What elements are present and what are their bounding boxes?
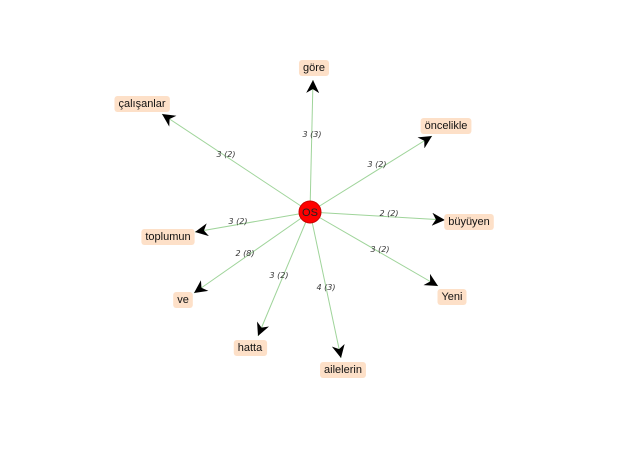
edges-layer bbox=[161, 79, 446, 359]
edge-6-weight-label: 3 (2) bbox=[371, 245, 390, 254]
node-4-label: toplumun bbox=[145, 231, 190, 243]
edge-4-weight-label: 3 (2) bbox=[229, 217, 248, 226]
node-0-label: göre bbox=[303, 62, 325, 74]
node-1-box[interactable] bbox=[114, 96, 170, 112]
edge-3-line bbox=[309, 211, 446, 226]
node-7-box[interactable] bbox=[233, 340, 268, 356]
edge-1-weight-label: 3 (2) bbox=[217, 150, 236, 159]
edge-8-weight-label: 4 (3) bbox=[317, 283, 336, 292]
edge-2-weight-label: 3 (2) bbox=[368, 160, 387, 169]
node-4[interactable]: toplumun bbox=[141, 229, 195, 245]
nodes-layer: göre çalışanlar öncelikle büyüyen toplumun ve… bbox=[114, 60, 494, 378]
node-0[interactable]: göre bbox=[298, 60, 330, 76]
node-8-box[interactable] bbox=[320, 362, 366, 378]
edge-5-weight-label: 2 (8) bbox=[236, 249, 255, 258]
edge-5-line bbox=[193, 211, 311, 294]
node-3[interactable]: büyüyen bbox=[444, 214, 494, 230]
center-node-label: OS bbox=[302, 207, 318, 219]
node-6-label: Yeni bbox=[441, 291, 462, 303]
edge-2-line bbox=[309, 135, 433, 213]
node-6-box[interactable] bbox=[437, 289, 467, 305]
node-0-box[interactable] bbox=[298, 60, 330, 76]
edge-labels-layer: 3 (3) 3 (2) 3 (2) 2 (2) 3 (2) 2 (8) 3 (2) 3 (2)… bbox=[217, 130, 399, 292]
edge-0-weight-label: 3 (3) bbox=[303, 130, 322, 139]
node-1[interactable]: çalışanlar bbox=[114, 96, 170, 112]
node-3-box[interactable] bbox=[444, 214, 494, 230]
node-6[interactable]: Yeni bbox=[437, 289, 467, 305]
node-7-label: hatta bbox=[238, 342, 263, 354]
node-7[interactable]: hatta bbox=[233, 340, 268, 356]
node-8-label: ailelerin bbox=[324, 364, 362, 376]
node-2[interactable]: öncelikle bbox=[420, 118, 472, 134]
node-5[interactable]: ve bbox=[173, 292, 193, 308]
edge-7-weight-label: 3 (2) bbox=[270, 271, 289, 280]
edge-4-line bbox=[194, 211, 311, 237]
node-4-box[interactable] bbox=[141, 229, 195, 245]
node-3-label: büyüyen bbox=[448, 216, 490, 228]
node-8[interactable]: ailelerin bbox=[320, 362, 366, 378]
center-node[interactable]: OS bbox=[298, 200, 322, 224]
node-5-box[interactable] bbox=[173, 292, 193, 308]
edge-1-line bbox=[161, 113, 311, 213]
center-node-circle[interactable] bbox=[298, 200, 322, 224]
edge-7-line bbox=[257, 211, 311, 337]
node-2-label: öncelikle bbox=[425, 120, 468, 132]
node-5-label: ve bbox=[177, 294, 189, 306]
edge-3-weight-label: 2 (2) bbox=[380, 209, 399, 218]
edge-0-line bbox=[306, 79, 320, 213]
node-1-label: çalışanlar bbox=[118, 98, 165, 110]
node-2-box[interactable] bbox=[420, 118, 472, 134]
edge-8-line bbox=[309, 211, 345, 359]
edge-6-line bbox=[309, 211, 439, 287]
